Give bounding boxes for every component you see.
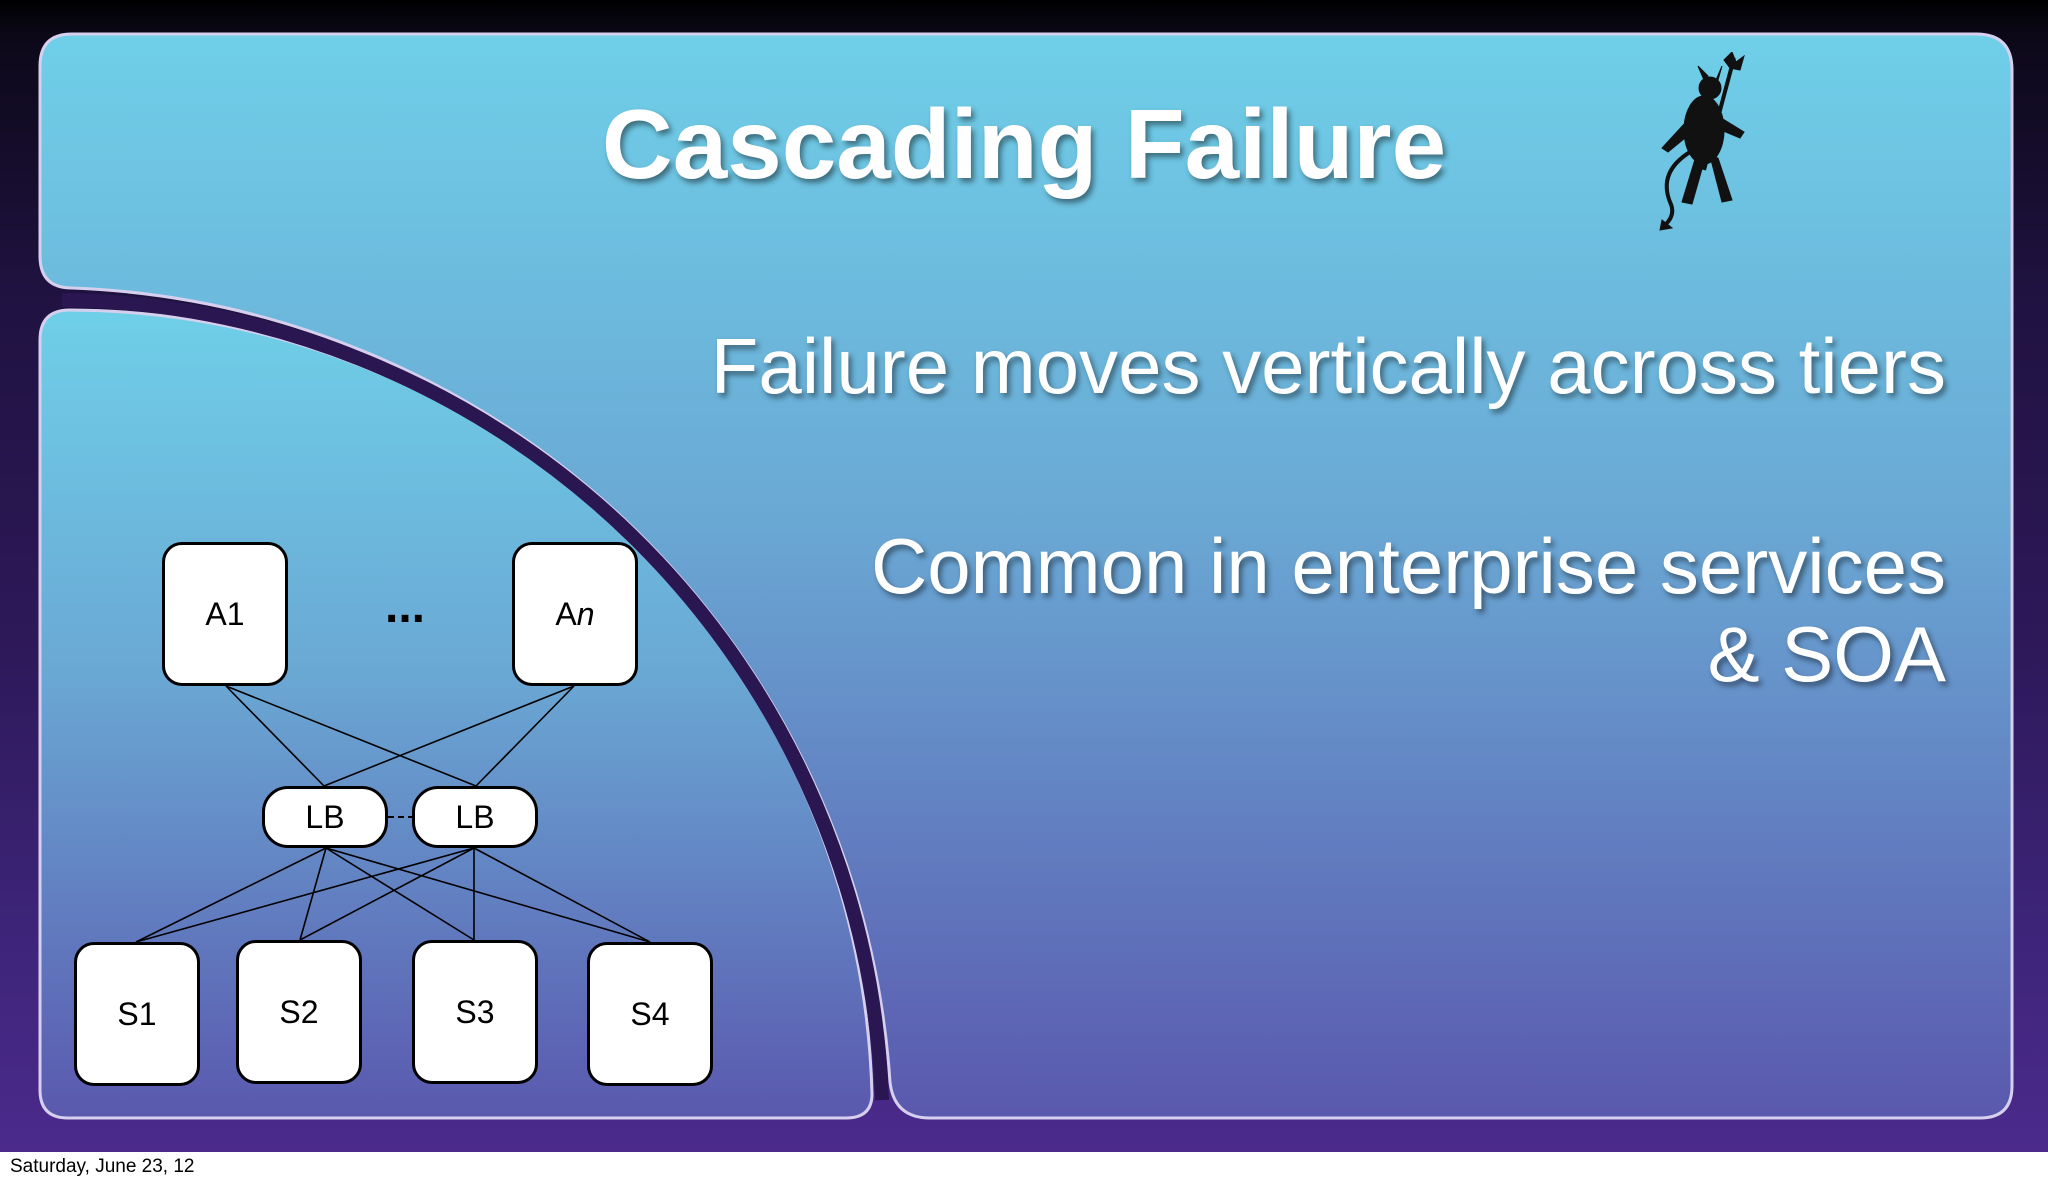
app-nodes-ellipsis: ... [385,580,426,633]
service-node-s1: S1 [74,942,200,1086]
service-node-label: S4 [630,995,670,1032]
node-label-prefix: A [205,595,227,632]
service-node-label: S1 [117,995,157,1032]
service-node-s3: S3 [412,940,538,1084]
bullet-line: Common in enterprise services [870,522,1946,610]
service-node-label: S3 [455,993,495,1030]
bullet-item: Common in enterprise services & SOA [646,522,1946,698]
load-balancer-label: LB [455,798,495,835]
bullet-item: Failure moves vertically across tiers [646,322,1946,410]
slide-frame [38,32,2014,1120]
arc-separator [61,293,889,1101]
bullet-line: Failure moves vertically across tiers [710,322,1946,410]
devil-with-trident-icon [1659,52,1745,231]
service-node-s4: S4 [587,942,713,1086]
service-node-s2: S2 [236,940,362,1084]
node-label-suffix: n [576,595,595,632]
service-node-label: S2 [279,993,319,1030]
footer-date: Saturday, June 23, 12 [10,1156,195,1177]
node-label-suffix: 1 [226,595,245,632]
load-balancer-2: LB [412,786,538,848]
load-balancer-1: LB [262,786,388,848]
node-label-prefix: A [555,595,577,632]
load-balancer-label: LB [305,798,345,835]
bullet-line: & SOA [1707,610,1946,698]
slide-title: Cascading Failure [601,89,1447,199]
diagram-connections [135,685,651,943]
